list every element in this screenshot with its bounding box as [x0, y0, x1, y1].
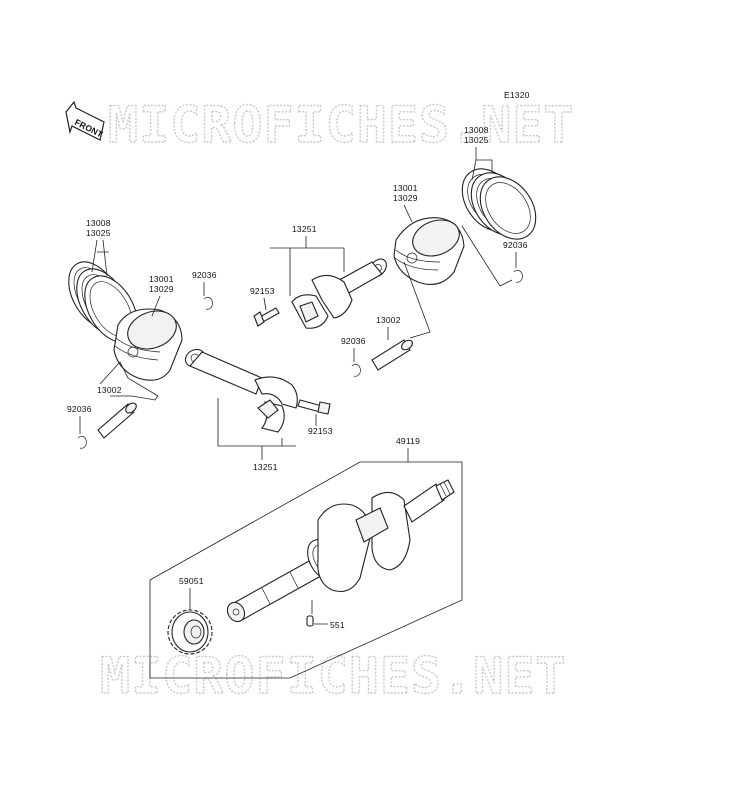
- label-rings-right-b[interactable]: 13025: [464, 135, 489, 145]
- label-bolt-upper[interactable]: 92153: [250, 286, 275, 296]
- leader-key: [311, 600, 328, 625]
- label-clip-right[interactable]: 92036: [503, 240, 528, 250]
- label-crankshaft[interactable]: 49119: [396, 436, 420, 446]
- right-clip[interactable]: [513, 269, 523, 283]
- label-rings-left-b[interactable]: 13025: [86, 228, 111, 238]
- left-piston-pin[interactable]: [97, 401, 138, 439]
- label-pin-left[interactable]: 13002: [97, 385, 122, 395]
- diagram-code: E1320: [504, 90, 530, 100]
- label-rod-upper[interactable]: 13251: [292, 224, 317, 234]
- leader-right-clip-to-piston: [461, 225, 513, 287]
- leader-pin-left: [99, 361, 159, 401]
- leader-bolt-upper: [263, 297, 267, 311]
- label-rings-left-a[interactable]: 13008: [86, 218, 111, 228]
- label-rings-right-a[interactable]: 13008: [464, 125, 489, 135]
- right-piston-rings[interactable]: [451, 158, 547, 249]
- crankshaft-key[interactable]: [306, 615, 314, 627]
- label-piston-right-b[interactable]: 13029: [393, 193, 418, 203]
- right-piston-pin[interactable]: [371, 338, 414, 371]
- leader-piston-right: [403, 204, 413, 223]
- front-arrow-icon: FRONT: [65, 100, 105, 141]
- leader-rings-left: [91, 239, 109, 277]
- left-clip-lower[interactable]: [77, 435, 87, 449]
- upper-rod-bolt[interactable]: [253, 307, 280, 327]
- crank-gear[interactable]: [167, 609, 213, 655]
- leader-piston-left: [151, 295, 161, 317]
- crankshaft[interactable]: [224, 479, 455, 625]
- crankshaft-group-box: [149, 461, 463, 679]
- label-rod-lower[interactable]: 13251: [253, 462, 278, 472]
- label-clip-mid[interactable]: 92036: [341, 336, 366, 346]
- lower-rod-bolt[interactable]: [297, 399, 331, 415]
- left-clip-upper[interactable]: [203, 296, 213, 310]
- label-key[interactable]: 551: [330, 620, 345, 630]
- leader-rings-right: [471, 147, 493, 181]
- left-piston[interactable]: [113, 305, 183, 381]
- label-gear[interactable]: 59051: [179, 576, 204, 586]
- lower-connecting-rod[interactable]: [182, 346, 298, 433]
- leader-rod-lower: [217, 398, 296, 460]
- leader-pin-right: [387, 261, 431, 340]
- middle-clip[interactable]: [351, 363, 361, 377]
- label-clip-left-upper[interactable]: 92036: [192, 270, 217, 280]
- upper-connecting-rod[interactable]: [291, 256, 390, 329]
- label-clip-left-lower[interactable]: 92036: [67, 404, 92, 414]
- leader-rod-upper: [270, 236, 345, 296]
- label-bolt-lower[interactable]: 92153: [308, 426, 333, 436]
- watermark-bottom: MICROFICHES.NET: [100, 647, 567, 705]
- label-piston-left-a[interactable]: 13001: [149, 274, 174, 284]
- label-piston-left-b[interactable]: 13029: [149, 284, 174, 294]
- right-piston[interactable]: [393, 214, 465, 285]
- label-piston-right-a[interactable]: 13001: [393, 183, 418, 193]
- label-pin-right[interactable]: 13002: [376, 315, 401, 325]
- watermark-top: MICROFICHES.NET: [108, 96, 575, 154]
